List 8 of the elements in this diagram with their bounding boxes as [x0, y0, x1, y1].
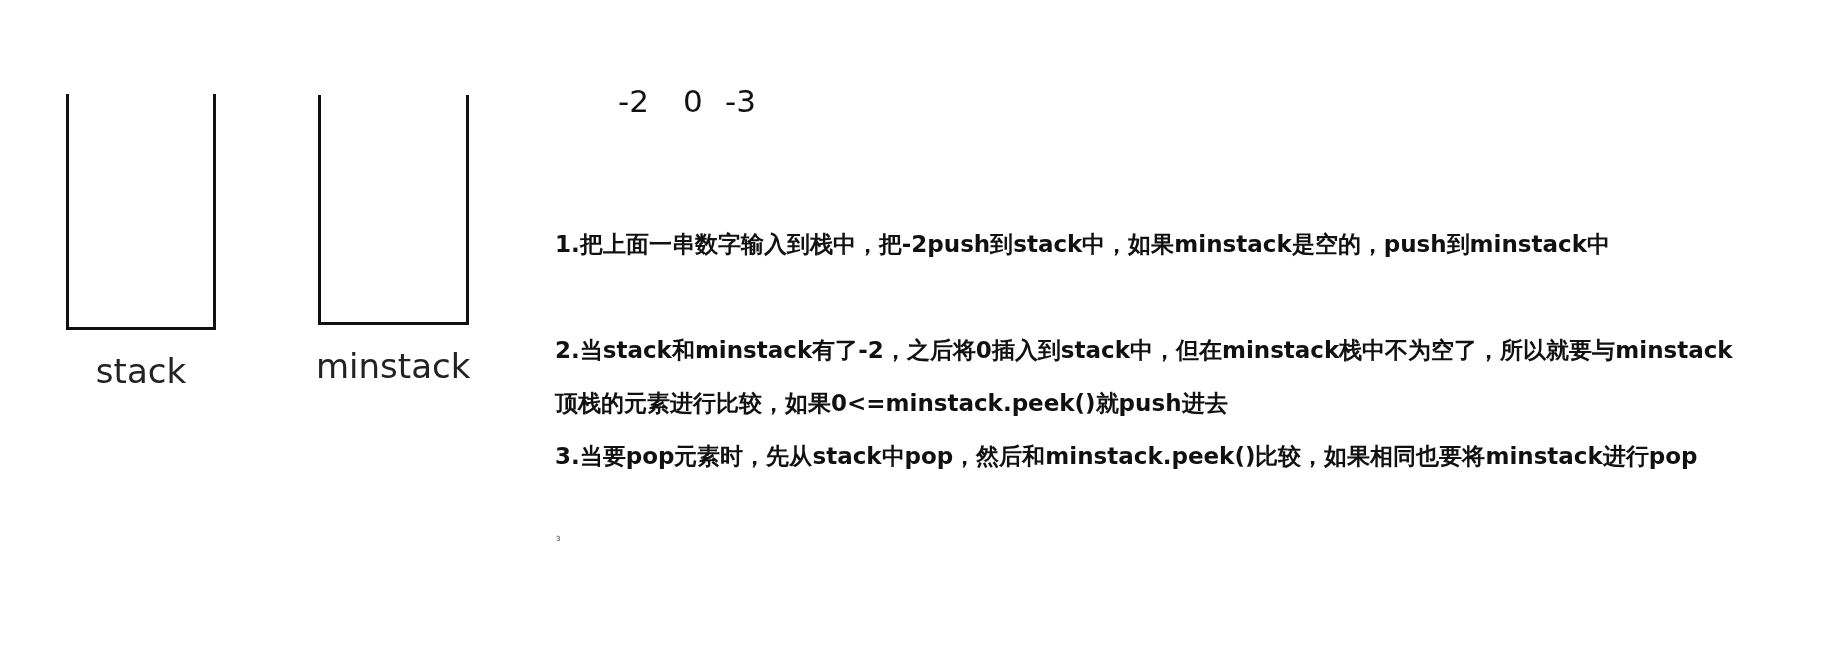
stack-label: stack — [95, 354, 187, 388]
explanation-paragraph: 2.当stack和minstack有了-2，之后将0插入到stack中，但在minstack栈中不为空了，所以就要与minstack顶栈的元素进行比较，如果0<=minstack.peek()就push进去 — [555, 336, 1734, 418]
explanation-paragraph: 3.当要pop元素时，先从stack中pop，然后和minstack.peek()比较，如果相同也要将minstack进行pop — [555, 442, 1699, 471]
input-number: -3 — [725, 86, 756, 117]
stack-label: minstack — [316, 349, 471, 383]
explanation-paragraph: 1.把上面一串数字输入到栈中，把-2push到stack中，如果minstack是空的，push到minstack中 — [555, 230, 1611, 259]
input-number: 0 — [683, 86, 703, 117]
input-number: -2 — [618, 86, 649, 117]
